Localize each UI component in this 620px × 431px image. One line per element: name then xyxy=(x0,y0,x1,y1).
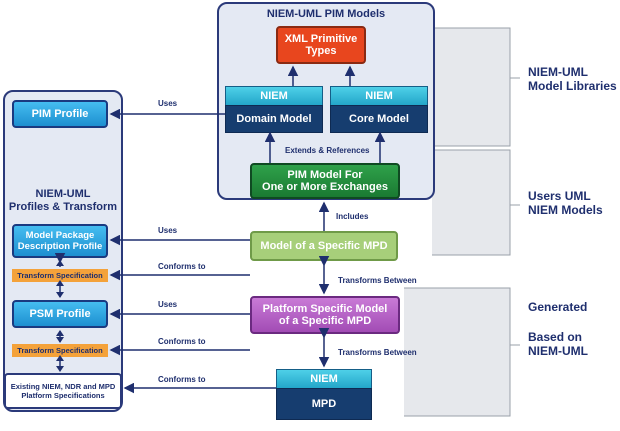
mpd-niem-header: NIEM xyxy=(276,369,372,388)
psm-profile-box[interactable]: PSM Profile xyxy=(12,300,108,328)
label-uses-pim: Uses xyxy=(158,99,178,108)
generated-bracket-bg xyxy=(404,288,510,416)
domain-niem-header: NIEM xyxy=(225,86,323,105)
niem-mpd-box[interactable]: NIEM MPD xyxy=(276,369,372,420)
users-bracket-bg xyxy=(432,150,510,255)
transform-spec-label-2: Transform Specification xyxy=(12,344,108,357)
pim-models-title: NIEM-UML PIM Models xyxy=(266,8,386,20)
libraries-bracket-bg xyxy=(432,28,510,146)
label-conforms-2: Conforms to xyxy=(158,337,206,346)
transform-spec-label-1: Transform Specification xyxy=(12,269,108,282)
core-niem-header: NIEM xyxy=(330,86,428,105)
label-extends-refs: Extends & References xyxy=(285,146,370,155)
label-includes: Includes xyxy=(336,212,369,221)
niem-core-model-box[interactable]: NIEM Core Model xyxy=(330,86,428,133)
label-conforms-1: Conforms to xyxy=(158,262,206,271)
label-transforms-2: Transforms Between xyxy=(338,348,417,357)
label-conforms-3: Conforms to xyxy=(158,375,206,384)
label-uses-mpd: Uses xyxy=(158,226,178,235)
pim-profile-box[interactable]: PIM Profile xyxy=(12,100,108,128)
label-transforms-1: Transforms Between xyxy=(338,276,417,285)
mpd-label: MPD xyxy=(276,388,372,420)
core-model-label: Core Model xyxy=(330,105,428,133)
label-uses-psm: Uses xyxy=(158,300,178,309)
